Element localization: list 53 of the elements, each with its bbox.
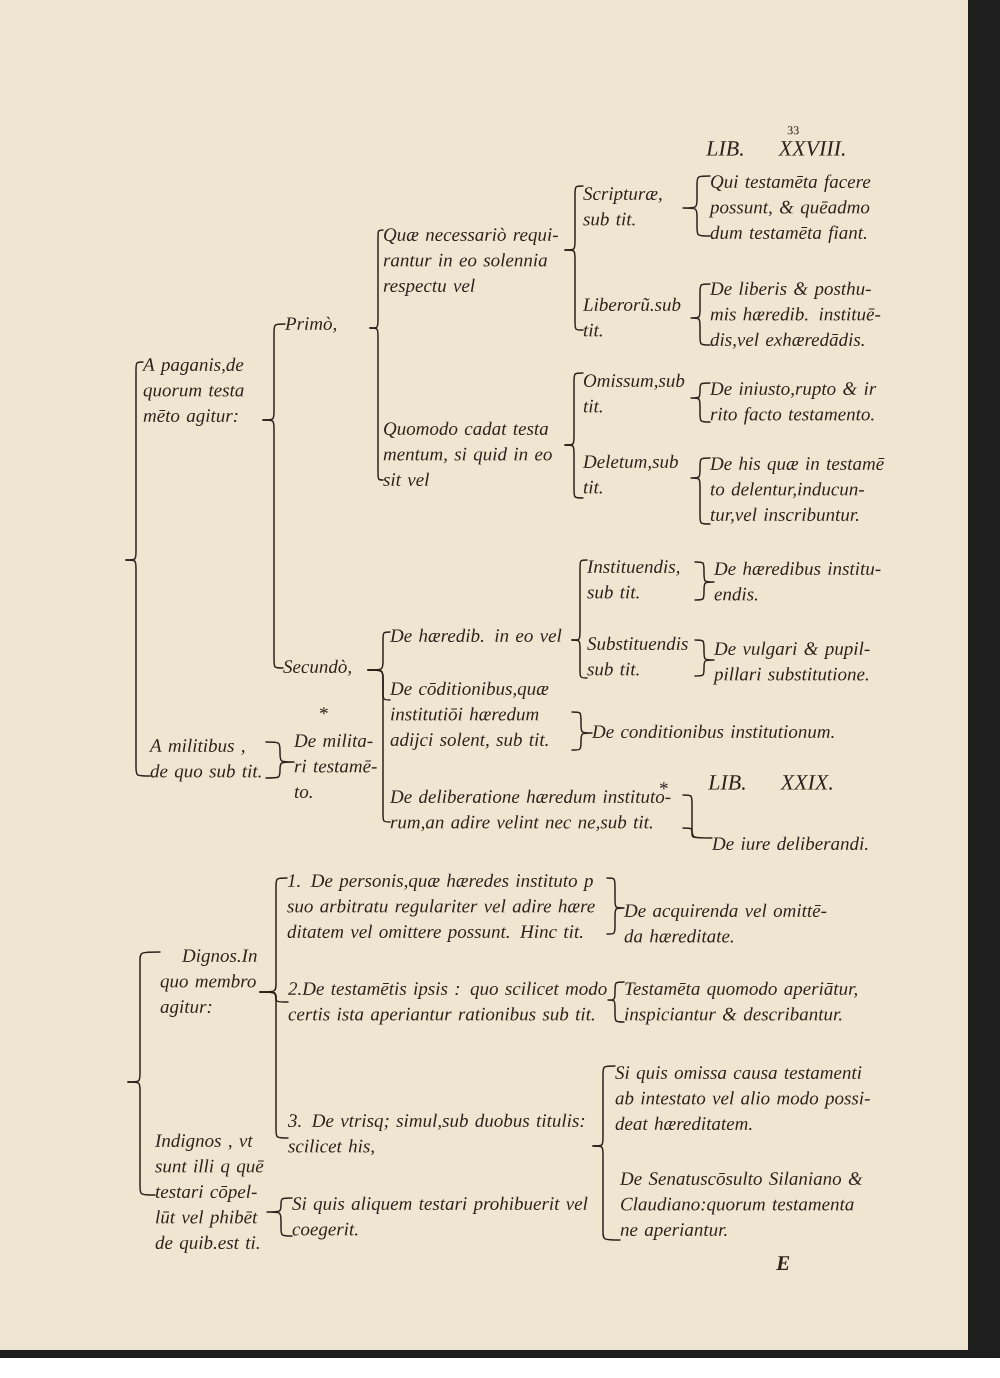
entry-text: A militibus , de quo sub tit. [148,738,261,782]
book-heading: LIB. XXIX. [707,775,832,790]
entry-text: De hæredib. in eo vel [389,628,562,643]
curly-brace [682,794,713,839]
entry-text: Scripturæ, sub tit. [583,187,662,226]
entry-text: De acquirenda vel omittē- da hæreditate. [623,903,827,943]
entry-text: De Senatuscōsulto Silaniano & Claudiano:quorum testamenta ne aperiantur. [619,1171,863,1240]
entry-text: De his quæ in testamē to delentur,inducun- tur,vel inscribuntur. [709,456,885,524]
curly-brace [606,877,625,935]
entry-text: Si quis aliquem testari prohibuerit vel coegerit. [292,1196,588,1240]
book-heading: LIB. XXVIII. [705,141,845,156]
curly-brace [694,639,715,677]
entry-text: Indignos , vt sunt illi q quē testari cōpel- lūt vel phibēt de quib.est ti. [154,1133,264,1253]
entry-text: Quæ necessariò requi- rantur in eo solennia respectu vel [383,227,558,296]
curly-brace [690,382,711,423]
entry-text: A paganis,de quorum testa mēto agitur: [141,357,244,426]
entry-text: Omissum,sub tit. [583,373,685,413]
entry-text: De deliberatione hæredum instituto- rum,an adire velint nec ne,sub tit. [389,789,671,832]
entry-text: Liberorũ.sub tit. [582,297,681,337]
entry-text: Si quis omissa causa testamenti ab intestato vel alio modo possi- deat hæreditatem. [615,1066,870,1131]
signature-mark: E [776,1256,790,1270]
entry-text: De liberis & posthu- mis hæredib. instituē- dis,vel exhæredādis. [709,281,881,349]
entry-text: Dignos.In quo membro agitur: [160,949,257,1017]
entry-text: De iniusto,rupto & ir rito facto testamento. [709,382,877,425]
curly-brace [682,175,711,237]
entry-text: Qui testamēta facere possunt, & quēadmo dum testamēta fiant. [708,174,871,243]
entry-text: Substituendis sub tit. [587,636,688,676]
curly-brace [690,283,711,346]
entry-text: Quomodo cadat testa mentum, si quid in eo sit vel [383,421,552,487]
entry-text: Testamēta quomodo aperiātur, inspiciantur & describantur. [625,981,857,1025]
curly-brace [571,711,593,751]
asterisk-mark: * [320,707,328,715]
curly-brace [694,561,715,601]
page-number: 33 [787,126,799,135]
entry-text: De milita- ri testamē- to. [293,733,377,799]
curly-brace [607,981,625,1023]
entry-text: De iure deliberandi. [711,836,868,851]
entry-text: De cōditionibus,quæ institutiōi hæredum adijci solent, sub tit. [389,681,549,750]
entry-text: 1. De personis,quæ hæredes instituto p suo arbitratu regulariter vel adire hære ditatem vel omittere possunt. Hinc tit. [287,873,595,942]
entry-text: Secundò, [283,659,351,676]
curly-brace [690,457,711,525]
entry-text: Instituendis, sub tit. [586,559,680,599]
entry-text: De hæredibus institu- endis. [713,561,881,601]
entry-text: 2.De testamētis ipsis : quo scilicet modo certis ista aperiantur rationibus sub tit. [288,981,607,1025]
asterisk-mark: * [660,782,668,790]
entry-text: Primò, [284,316,337,333]
entry-text: De conditionibus institutionum. [591,724,834,739]
entry-text: 3. De vtrisq; simul,sub duobus titulis: scilicet his, [287,1113,585,1156]
brace-arm [369,327,384,481]
curly-brace [266,1197,293,1237]
entry-text: De vulgari & pupil- pillari substitutione. [712,641,870,685]
curly-brace [265,741,295,779]
entry-text: Deletum,sub tit. [582,454,678,494]
